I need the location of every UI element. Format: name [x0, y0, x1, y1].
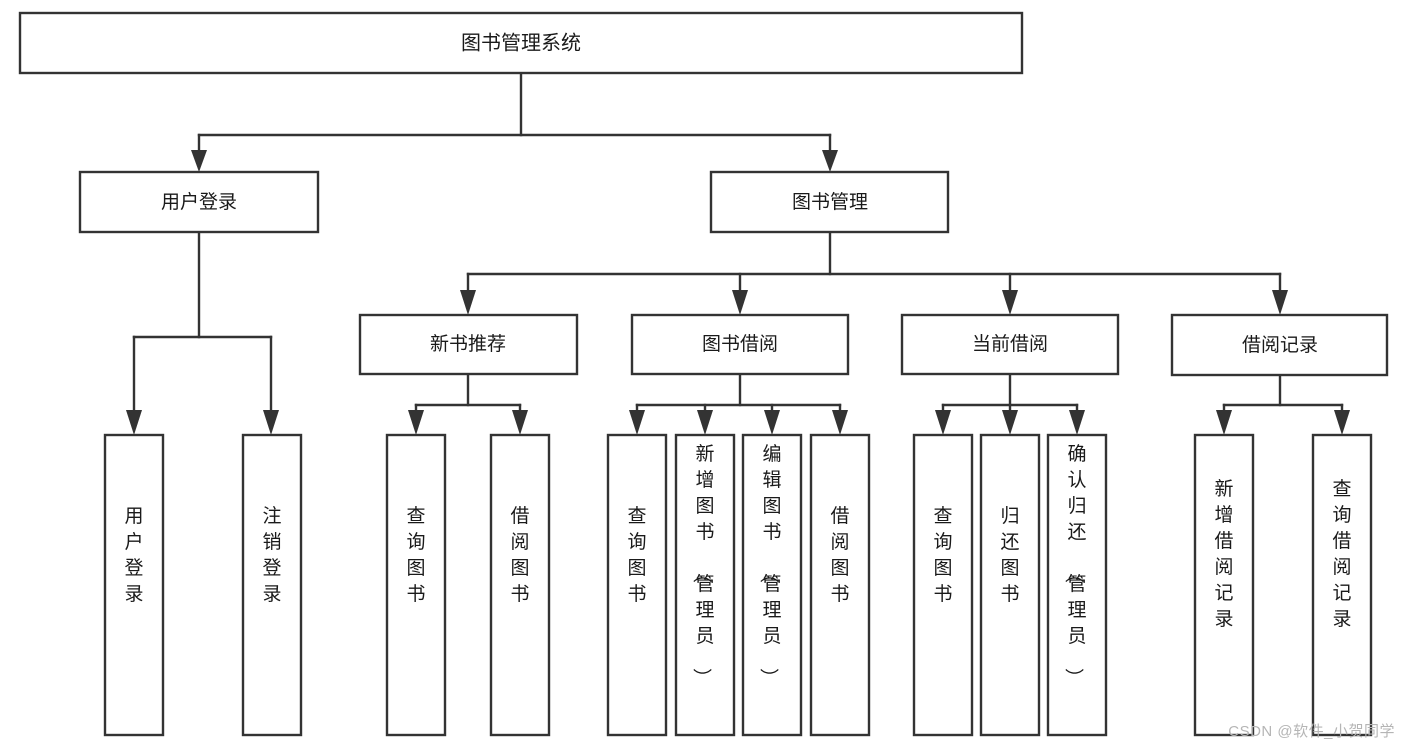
arrow-head-leaf-query-record: [1334, 410, 1350, 435]
node-leaf-borrow-book-2-label: 借阅图书: [830, 505, 849, 605]
node-leaf-edit-book-label: 编辑图书（管理员）: [757, 443, 781, 687]
node-book-borrow-box[interactable]: [630, 313, 850, 376]
arrow-head-leaf-add-book: [697, 410, 713, 435]
node-leaf-return-book-box[interactable]: [979, 433, 1041, 737]
node-root-label: 图书管理系统: [461, 31, 581, 54]
arrow-head-book-borrow: [732, 290, 748, 315]
arrow-head-current-borrow: [1002, 290, 1018, 315]
node-leaf-borrow-book-2[interactable]: 借阅图书: [809, 433, 871, 737]
node-leaf-query-book-3[interactable]: 查询图书: [912, 433, 974, 737]
node-leaf-edit-book[interactable]: 编辑图书（管理员）: [741, 433, 803, 737]
node-borrow-record[interactable]: 借阅记录: [1170, 313, 1389, 377]
node-leaf-logout-login-label: 注销登录: [262, 505, 281, 605]
arrow-head-leaf-add-record: [1216, 410, 1232, 435]
node-current-borrow[interactable]: 当前借阅: [900, 313, 1120, 376]
node-leaf-borrow-book-1-box[interactable]: [489, 433, 551, 737]
node-leaf-borrow-book-2-box[interactable]: [809, 433, 871, 737]
node-leaf-logout-login-box[interactable]: [241, 433, 303, 737]
node-leaf-query-book-2-box[interactable]: [606, 433, 668, 737]
node-leaf-query-book-1-box[interactable]: [385, 433, 447, 737]
node-leaf-confirm-return-label: 确认归还（管理员）: [1062, 443, 1086, 687]
node-leaf-return-book-label: 归还图书: [1000, 505, 1019, 605]
node-leaf-query-book-3-label: 查询图书: [933, 505, 952, 605]
node-leaf-query-record[interactable]: 查询借阅记录: [1311, 433, 1373, 737]
node-leaf-borrow-book-1-label: 借阅图书: [510, 505, 529, 605]
node-leaf-user-login-label: 用户登录: [124, 506, 143, 605]
node-leaf-query-record-box[interactable]: [1311, 433, 1373, 737]
node-leaf-edit-book-box[interactable]: [741, 433, 803, 737]
connector-group: [126, 71, 1350, 435]
arrow-head-leaf-query-book-2: [629, 410, 645, 435]
arrow-head-user-login: [191, 150, 207, 172]
node-leaf-user-login-box[interactable]: [103, 433, 165, 737]
node-new-book-recommend[interactable]: 新书推荐: [358, 313, 579, 376]
arrow-head-leaf-query-book-3: [935, 410, 951, 435]
node-leaf-user-login[interactable]: 用户登录: [103, 433, 165, 737]
node-root-box[interactable]: [18, 11, 1024, 75]
node-book-borrow[interactable]: 图书借阅: [630, 313, 850, 376]
arrow-head-leaf-user-login: [126, 410, 142, 435]
node-leaf-add-book[interactable]: 新增图书（管理员）: [674, 433, 736, 737]
node-new-book-recommend-box[interactable]: [358, 313, 579, 376]
node-user-login-label: 用户登录: [161, 191, 237, 213]
arrow-head-leaf-confirm-return: [1069, 410, 1085, 435]
arrow-head-leaf-query-book-1: [408, 410, 424, 435]
node-leaf-add-book-box[interactable]: [674, 433, 736, 737]
node-leaf-query-book-3-box[interactable]: [912, 433, 974, 737]
node-leaf-confirm-return-box[interactable]: [1046, 433, 1108, 737]
node-book-management[interactable]: 图书管理: [709, 170, 950, 234]
node-book-management-box[interactable]: [709, 170, 950, 234]
node-leaf-logout-login[interactable]: 注销登录: [241, 433, 303, 737]
node-leaf-confirm-return[interactable]: 确认归还（管理员）: [1046, 433, 1108, 737]
node-book-borrow-label: 图书借阅: [702, 333, 778, 355]
node-leaf-add-record[interactable]: 新增借阅记录: [1193, 433, 1255, 737]
node-borrow-record-box[interactable]: [1170, 313, 1389, 377]
node-user-login[interactable]: 用户登录: [78, 170, 320, 234]
node-user-login-box[interactable]: [78, 170, 320, 234]
node-leaf-query-book-2[interactable]: 查询图书: [606, 433, 668, 737]
node-leaf-query-book-2-label: 查询图书: [627, 505, 646, 605]
node-book-management-label: 图书管理: [792, 191, 868, 213]
arrow-head-leaf-edit-book: [764, 410, 780, 435]
arrow-head-leaf-logout-login: [263, 410, 279, 435]
arrow-head-leaf-return-book: [1002, 410, 1018, 435]
arrow-head-leaf-borrow-book-2: [832, 410, 848, 435]
arrow-head-book-management: [822, 150, 838, 172]
node-leaf-add-record-box[interactable]: [1193, 433, 1255, 737]
node-new-book-recommend-label: 新书推荐: [430, 333, 506, 355]
node-root[interactable]: 图书管理系统: [18, 11, 1024, 75]
node-leaf-query-book-1-label: 查询图书: [406, 505, 425, 605]
arrow-head-borrow-record: [1272, 290, 1288, 315]
node-leaf-add-record-label: 新增借阅记录: [1214, 478, 1233, 630]
node-leaf-borrow-book-1[interactable]: 借阅图书: [489, 433, 551, 737]
node-current-borrow-label: 当前借阅: [972, 333, 1048, 355]
node-leaf-query-book-1[interactable]: 查询图书: [385, 433, 447, 737]
node-current-borrow-box[interactable]: [900, 313, 1120, 376]
arrow-head-new-book-recommend: [460, 290, 476, 315]
arrow-head-leaf-borrow-book-1: [512, 410, 528, 435]
node-leaf-add-book-label: 新增图书（管理员）: [690, 443, 714, 687]
node-leaf-return-book[interactable]: 归还图书: [979, 433, 1041, 737]
node-borrow-record-label: 借阅记录: [1242, 334, 1318, 356]
node-leaf-query-record-label: 查询借阅记录: [1332, 478, 1351, 630]
